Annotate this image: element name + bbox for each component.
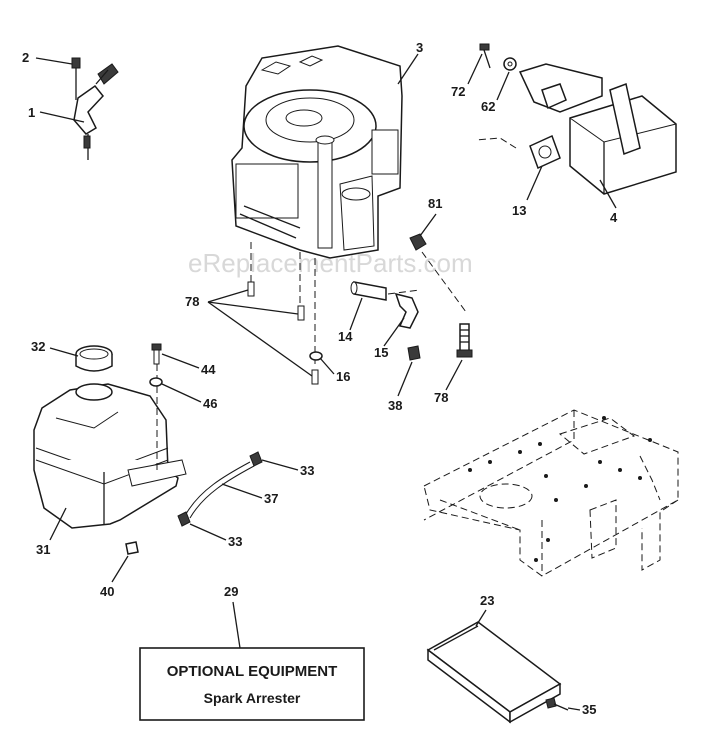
muffler-4-part <box>518 63 677 195</box>
callout-78-right: 78 <box>434 390 448 405</box>
optional-equipment-subtitle: Spark Arrester <box>204 690 301 706</box>
optional-equipment-title: OPTIONAL EQUIPMENT <box>167 663 338 680</box>
fuel-line-37-part <box>185 461 255 519</box>
callout-29: 29 <box>224 584 238 599</box>
callout-38: 38 <box>388 398 402 413</box>
bolts-78-left-part <box>247 281 319 385</box>
callout-37: 37 <box>264 491 278 506</box>
clamp-33-top-part <box>249 451 263 467</box>
callout-81: 81 <box>428 196 442 211</box>
frame-holes <box>468 416 652 562</box>
callout-33-top: 33 <box>300 463 314 478</box>
leader-78a <box>207 289 249 303</box>
elbow-15-part <box>394 292 419 329</box>
engine-part <box>231 45 403 259</box>
nut-81-part <box>409 233 427 251</box>
dash-to-elbow <box>387 289 421 295</box>
screw-44-part <box>151 343 162 365</box>
screw-35-part <box>545 697 569 711</box>
leader-2 <box>35 57 73 65</box>
fuel-cap-32-part <box>75 345 113 372</box>
leader-46 <box>161 383 202 403</box>
callout-23: 23 <box>480 593 494 608</box>
callout-15: 15 <box>374 345 388 360</box>
dash-to-78 <box>421 251 467 313</box>
leader-78c <box>207 301 313 377</box>
callout-4: 4 <box>610 210 618 225</box>
leader-1 <box>39 111 85 123</box>
leader-81 <box>419 213 437 237</box>
leader-72 <box>467 53 483 85</box>
leader-40 <box>111 555 129 583</box>
callout-3: 3 <box>416 40 423 55</box>
callout-35: 35 <box>582 702 596 717</box>
bolt-72-part <box>479 43 491 69</box>
callout-14: 14 <box>338 329 353 344</box>
nut-38-part <box>407 345 421 361</box>
frame-plate-part <box>423 409 679 577</box>
leader-44 <box>161 353 200 369</box>
callout-31: 31 <box>36 542 50 557</box>
leader-13 <box>526 165 543 201</box>
leader-23 <box>475 609 487 627</box>
callout-33-bottom: 33 <box>228 534 242 549</box>
clamp-33-bottom-part <box>177 511 191 527</box>
leader-37 <box>221 483 263 499</box>
bracket-23-part <box>426 621 562 724</box>
leader-38 <box>397 361 413 397</box>
callout-72: 72 <box>451 84 465 99</box>
fuel-filter-14-part <box>350 281 387 301</box>
fuel-tank-31-part <box>33 383 187 529</box>
leader-33-top <box>261 459 299 471</box>
leader-78-right <box>445 359 463 391</box>
leader-78b <box>207 301 299 315</box>
washer-46-part <box>149 377 163 387</box>
callout-16: 16 <box>336 369 350 384</box>
leader-16 <box>319 357 335 375</box>
leader-32 <box>49 347 79 357</box>
callout-13: 13 <box>512 203 526 218</box>
bolt-78-right-part <box>456 323 473 358</box>
muffler-dash-line <box>475 137 517 149</box>
washer-16-part <box>309 351 323 361</box>
gasket-13-part <box>529 134 561 170</box>
callout-62: 62 <box>481 99 495 114</box>
leader-33-bottom <box>189 523 227 541</box>
washer-62-part <box>503 57 517 71</box>
grommet-40-part <box>125 541 139 555</box>
leader-35 <box>567 707 581 711</box>
leader-3 <box>397 53 419 85</box>
optional-equipment-box <box>139 647 365 721</box>
leader-62 <box>496 71 510 101</box>
callout-46: 46 <box>203 396 217 411</box>
leader-29 <box>232 601 241 649</box>
leader-14 <box>349 297 363 331</box>
callout-44: 44 <box>201 362 216 377</box>
callout-32: 32 <box>31 339 45 354</box>
callout-1: 1 <box>28 105 35 120</box>
throttle-control-part <box>71 57 119 160</box>
leader-15 <box>383 317 405 347</box>
leader-31 <box>49 507 67 541</box>
callout-40: 40 <box>100 584 114 599</box>
callout-78-left: 78 <box>185 294 199 309</box>
callout-2: 2 <box>22 50 29 65</box>
leader-4 <box>599 179 617 209</box>
